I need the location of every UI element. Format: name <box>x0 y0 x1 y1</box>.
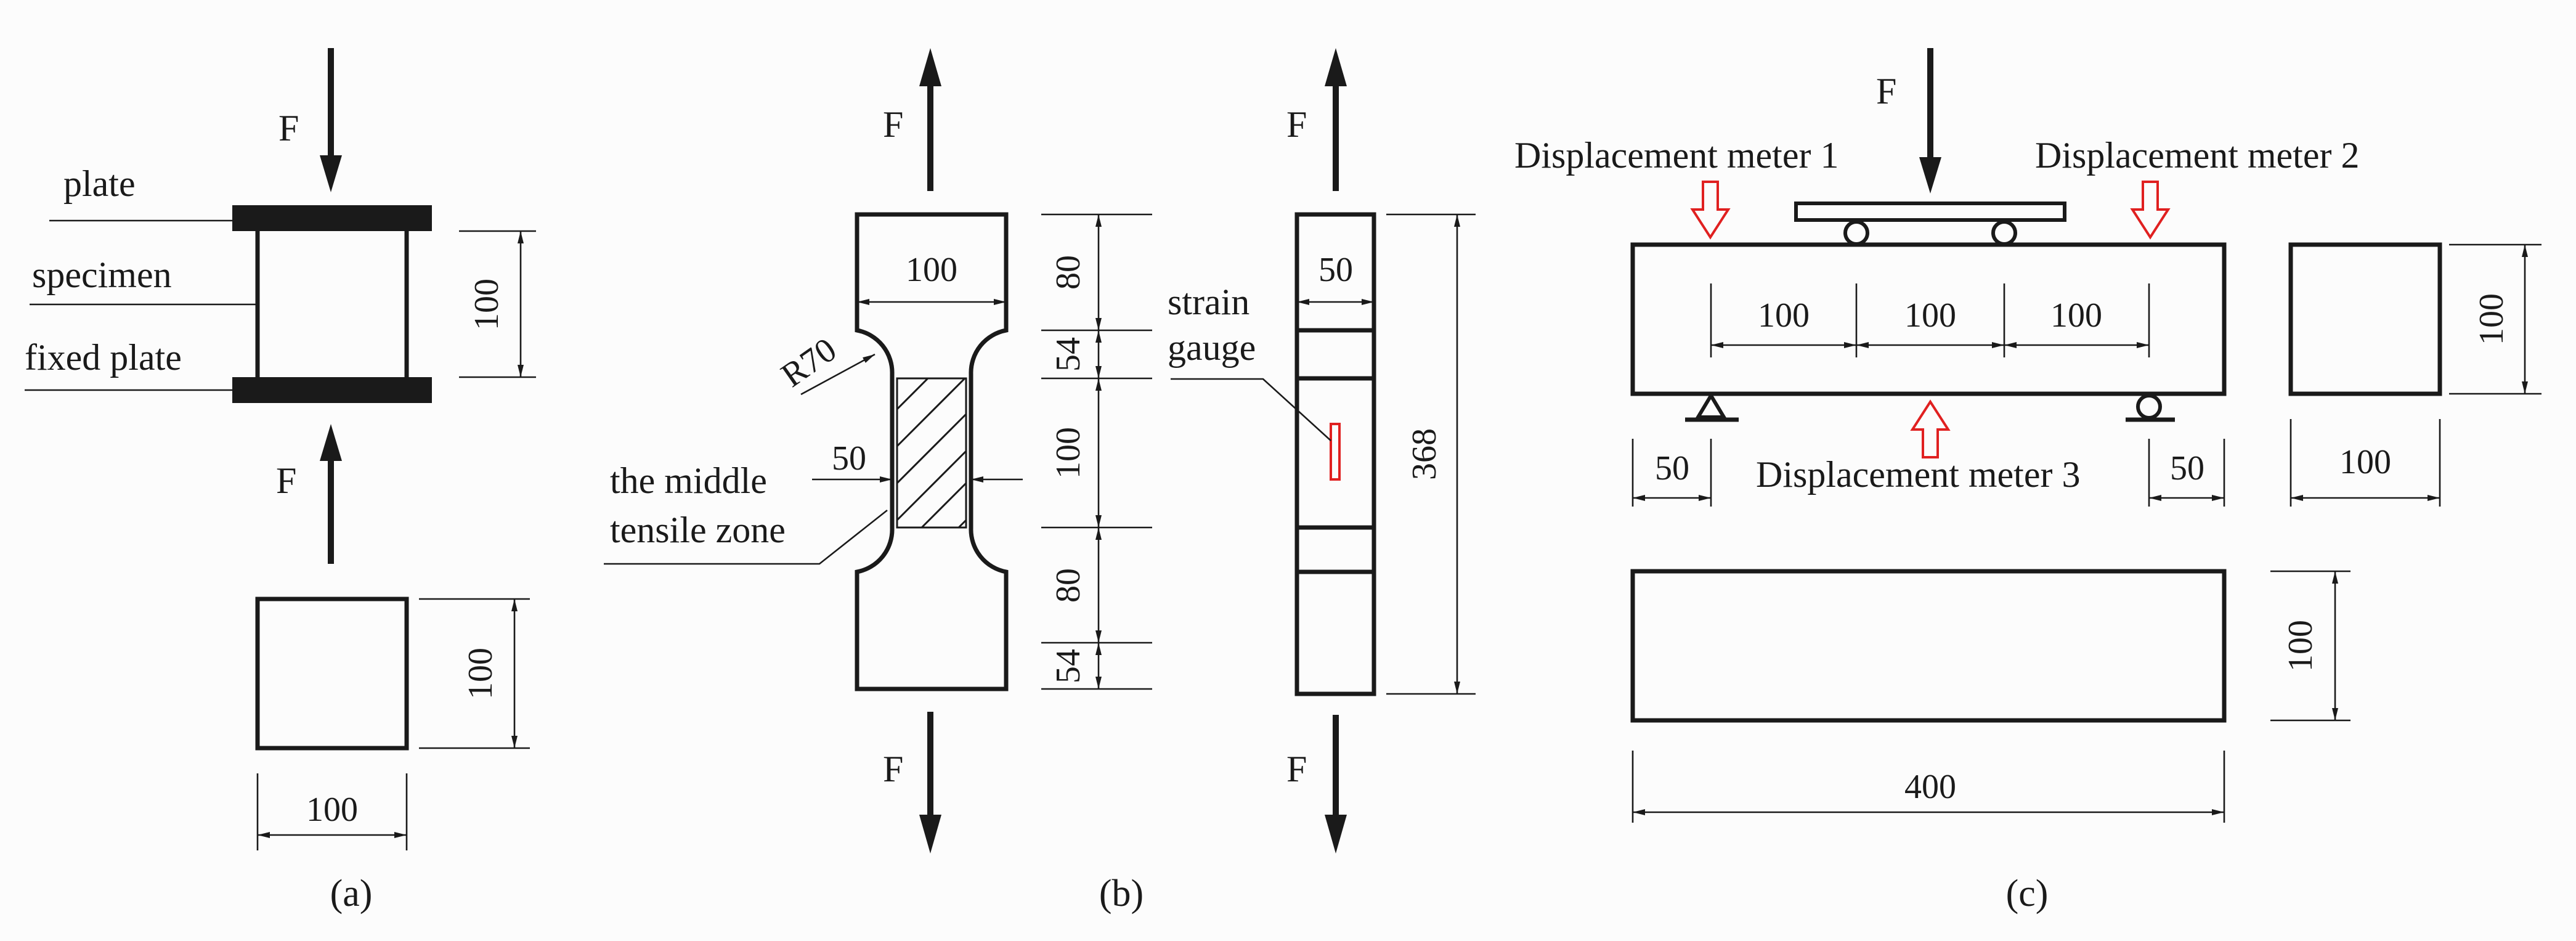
dim-section-width-c: 100 <box>2339 443 2391 481</box>
dim-span-1: 100 <box>1758 296 1810 335</box>
label-gauge-line2: gauge <box>1168 327 1256 368</box>
beam <box>1630 242 2227 396</box>
dim-beam-length: 400 <box>1904 768 1956 806</box>
force-label-bottom-right-b: F <box>1286 749 1307 789</box>
meter-3-arrow <box>1910 399 1951 458</box>
span-dimension-lines <box>1710 283 2150 357</box>
dim-overhang-left: 50 <box>1655 449 1689 487</box>
force-arrowhead-bottom-right-b <box>1325 815 1347 853</box>
label-specimen: specimen <box>32 255 172 295</box>
dim-radius: R70 <box>774 330 843 394</box>
caption-c: (c) <box>2006 873 2049 915</box>
force-label-top-right-b: F <box>1286 104 1307 145</box>
caption-a: (a) <box>330 873 373 915</box>
dim-section-height-a: 100 <box>461 648 500 699</box>
loading-roller-right <box>1991 220 2017 246</box>
roller-support <box>2136 394 2162 420</box>
dim-seg-80-bottom: 80 <box>1049 568 1087 603</box>
force-arrowhead-c <box>1919 157 1941 193</box>
dim-span-3: 100 <box>2050 296 2102 335</box>
side-view-specimen <box>1294 212 1376 696</box>
force-arrowhead-top-left-b <box>919 48 941 86</box>
dim-seg-54-top: 54 <box>1049 337 1087 372</box>
force-label-top-left-b: F <box>883 104 903 145</box>
dim-seg-100: 100 <box>1049 427 1087 479</box>
beam-elevation <box>1630 569 2227 723</box>
label-zone-line2: tensile zone <box>610 510 786 550</box>
force-arrowhead-top-right-b <box>1325 48 1347 86</box>
dim-beam-depth-side: 100 <box>2281 620 2320 672</box>
leader-radius <box>800 353 876 396</box>
dim-beam-depth-section: 100 <box>2472 293 2511 345</box>
loading-roller-left <box>1843 220 1869 246</box>
force-label-c: F <box>1876 71 1896 112</box>
meter-1-arrow <box>1690 181 1731 240</box>
segment-dimension-chain <box>1041 213 1152 690</box>
label-fixed-plate: fixed plate <box>25 337 182 378</box>
dim-side-width: 50 <box>1318 251 1353 289</box>
leader-gauge <box>1171 378 1331 441</box>
section-square-a <box>255 597 409 751</box>
leader-zone <box>604 509 888 565</box>
panel-b: F F 100 R70 50 the middle tensile zone <box>604 48 1476 915</box>
panel-a: F plate specimen fixed plate 100 F 100 1… <box>25 48 536 915</box>
fixed-plate <box>232 377 432 403</box>
loading-beam <box>1794 202 2066 222</box>
force-arrowhead-bottom-a <box>320 424 342 461</box>
dogbone-specimen-outline <box>855 212 1009 691</box>
dim-width-b: 100 <box>906 251 957 289</box>
force-label-bottom-left-b: F <box>883 749 903 789</box>
dim-span-2: 100 <box>1904 296 1956 335</box>
dim-section-width-a: 100 <box>306 791 358 829</box>
force-arrowhead-bottom-left-b <box>919 815 941 853</box>
pin-support <box>1694 392 1728 419</box>
dim-overhang-right: 50 <box>2170 449 2204 487</box>
top-plate <box>232 205 432 231</box>
dim-seg-54-bottom: 54 <box>1049 649 1087 683</box>
beam-section-square <box>2288 242 2442 396</box>
meter-2-arrow <box>2130 181 2171 240</box>
force-arrowhead-top-a <box>320 155 342 192</box>
force-label-bottom-a: F <box>276 460 296 501</box>
meter-3-label: Displacement meter 3 <box>1756 454 2080 495</box>
label-plate: plate <box>63 163 136 204</box>
dim-height-a: 100 <box>468 279 506 330</box>
panel-c: F Displacement meter 1 Displacement mete… <box>1514 48 2541 915</box>
caption-b: (b) <box>1099 873 1144 915</box>
strain-gauge <box>1330 423 1341 481</box>
label-zone-line1: the middle <box>610 460 767 501</box>
overhang-dimension-lines <box>1631 439 2225 507</box>
dim-seg-80-top: 80 <box>1049 255 1087 290</box>
label-gauge-line1: strain <box>1168 282 1249 322</box>
dim-neck: 50 <box>832 439 866 478</box>
force-label-top-a: F <box>278 108 299 149</box>
meter-2-label: Displacement meter 2 <box>2035 135 2359 176</box>
dim-total-length: 368 <box>1405 428 1444 480</box>
middle-tensile-zone-hatch <box>896 377 967 529</box>
meter-1-label: Displacement meter 1 <box>1514 135 1839 176</box>
